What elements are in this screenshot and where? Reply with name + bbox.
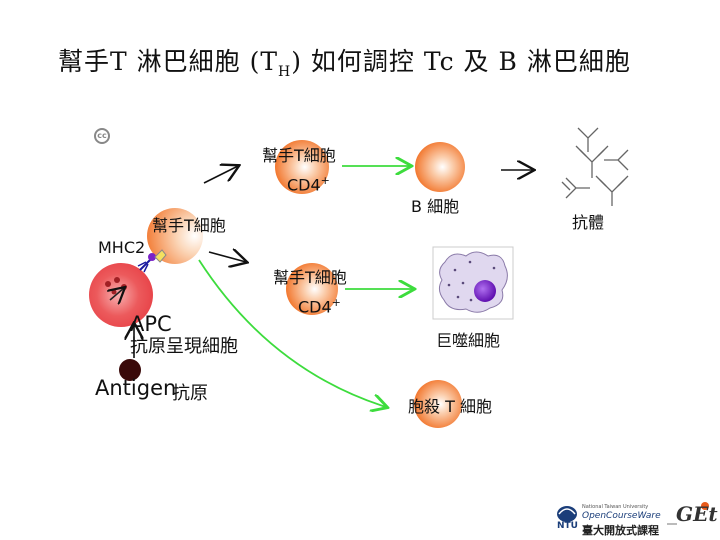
logo-ntu-text: NTU (557, 521, 578, 531)
logo-cn-text: 臺大開放式課程 (582, 524, 659, 537)
arrow-to-helper-top (203, 166, 238, 184)
ntu-logo-icon (557, 502, 709, 525)
label-helper-t-top: 幫手T細胞 (262, 146, 336, 165)
label-b-cell: B 細胞 (411, 197, 460, 216)
macrophage-image (432, 246, 514, 320)
logo-ocw-text: OpenCourseWare (582, 511, 661, 521)
label-cd4-top: CD4+ (287, 174, 330, 195)
logo-university-text: National Taiwan University (582, 504, 649, 510)
label-cd4-right: CD4+ (298, 296, 341, 317)
label-antigen-cn: 抗原 (172, 383, 208, 404)
helper-t-cell-mid (147, 208, 203, 264)
helper-t-cell-top (275, 140, 329, 194)
label-antigen: Antigen (95, 376, 177, 400)
title-subscript: H (278, 64, 292, 80)
cc-license-icon: cc (94, 128, 110, 144)
label-helper-t-mid: 幫手T細胞 (152, 216, 226, 235)
logo-get-text: GEt (676, 502, 718, 526)
label-tc-cell: 胞殺 T 細胞 (408, 397, 492, 416)
slide-title: 幫手T 淋巴細胞 (TH) 如何調控 Tc 及 B 淋巴細胞 (58, 42, 678, 80)
label-antibody: 抗體 (572, 213, 605, 232)
antigen-dot (119, 359, 141, 381)
b-cell (415, 142, 465, 192)
title-rest: ) 如何調控 Tc 及 B 淋巴細胞 (291, 47, 631, 76)
label-helper-t-right: 幫手T細胞 (273, 268, 347, 287)
helper-t-cell-right (286, 263, 338, 315)
title-main: 幫手T 淋巴細胞 (T (58, 47, 278, 76)
green-arrow-to-tc (198, 259, 386, 407)
label-macrophage: 巨噬細胞 (436, 331, 501, 350)
cytotoxic-t-cell (414, 380, 462, 428)
antibody-icons (561, 127, 629, 206)
label-mhc2: MHC2 (98, 238, 146, 257)
label-apc-cn: 抗原呈現細胞 (130, 336, 238, 357)
arrow-to-helper-right (208, 252, 246, 262)
label-apc: APC (130, 312, 172, 336)
